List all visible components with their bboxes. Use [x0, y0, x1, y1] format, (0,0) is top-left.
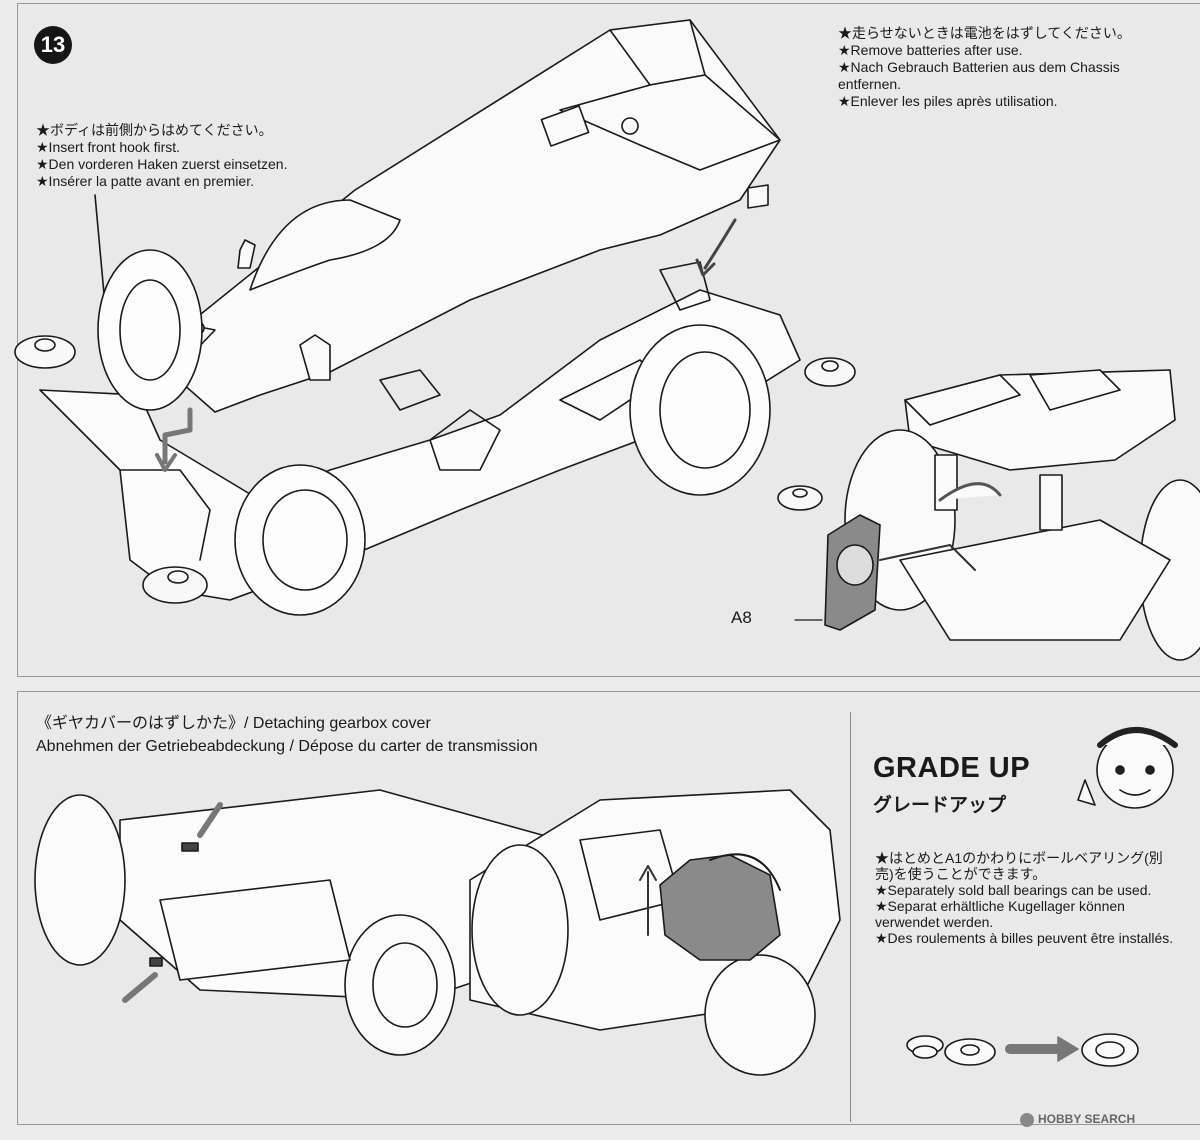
rear-detail-view: [844, 369, 1200, 661]
gearbox-arrow-top: [197, 802, 223, 838]
batteries-note-en: ★Remove batteries after use.: [838, 42, 1023, 58]
part-label-a8: A8: [731, 608, 752, 627]
front-hook-note: ★ボディは前側からはめてください。 ★Insert front hook fir…: [36, 122, 287, 190]
grade-up-title: GRADE UP: [873, 752, 1031, 784]
front-hook-arrow: [162, 407, 193, 465]
grade-up-note-de: ★Separat erhältliche Kugellager können v…: [875, 898, 1125, 930]
batteries-note-jp: ★走らせないときは電池をはずしてください。: [838, 25, 1131, 41]
watermark-text: HOBBY SEARCH: [1038, 1112, 1136, 1126]
grade-up-note-fr: ★Des roulements à billes peuvent être in…: [875, 930, 1174, 946]
bearing-comparison: [906, 1033, 1139, 1067]
front-hook-note-jp: ★ボディは前側からはめてください。: [36, 122, 273, 138]
grade-up-title-jp: グレードアップ: [873, 795, 1007, 816]
gearbox-view-left: [34, 789, 561, 1056]
batteries-note-de-cont: entfernen.: [838, 76, 902, 92]
batteries-note: ★走らせないときは電池をはずしてください。 ★Remove batteries …: [838, 25, 1131, 110]
gearbox-section-title-jp: 《ギヤカバーのはずしかた》/ Detaching gearbox cover: [36, 715, 431, 732]
gearbox-section-title-eu: Abnehmen der Getriebeabdeckung / Dépose …: [36, 738, 538, 755]
front-hook-note-fr: ★Insérer la patte avant en premier.: [36, 173, 254, 189]
watermark: HOBBY SEARCH: [1020, 1112, 1135, 1127]
gearbox-cover-part: [659, 853, 781, 961]
gearbox-view-right: [469, 789, 841, 1076]
batteries-note-de: ★Nach Gebrauch Batterien aus dem Chassis: [838, 59, 1120, 75]
part-a8: [824, 514, 881, 631]
front-hook-note-en: ★Insert front hook first.: [36, 139, 181, 155]
gearbox-arrow-bottom: [122, 972, 158, 1003]
mascot-illustration: [1077, 727, 1178, 809]
car-body-shell: [149, 19, 781, 413]
hobby-search-logo-icon: [1020, 1112, 1034, 1127]
step-number-badge: 13: [34, 26, 72, 64]
rear-insert-arrow: [703, 218, 737, 270]
batteries-note-fr: ★Enlever les piles après utilisation.: [838, 93, 1058, 109]
grade-up-note-en: ★Separately sold ball bearings can be us…: [875, 882, 1152, 898]
grade-up-note-jp: ★はとめとA1のかわりにボールベアリング(別売)を使うことができます。: [875, 850, 1163, 882]
grade-up-divider: [850, 712, 851, 1122]
front-hook-note-de: ★Den vorderen Haken zuerst einsetzen.: [36, 156, 288, 172]
wheels: [97, 249, 771, 616]
grade-up-notes: ★はとめとA1のかわりにボールベアリング(別売)を使うことができます。 ★Sep…: [875, 850, 1175, 946]
